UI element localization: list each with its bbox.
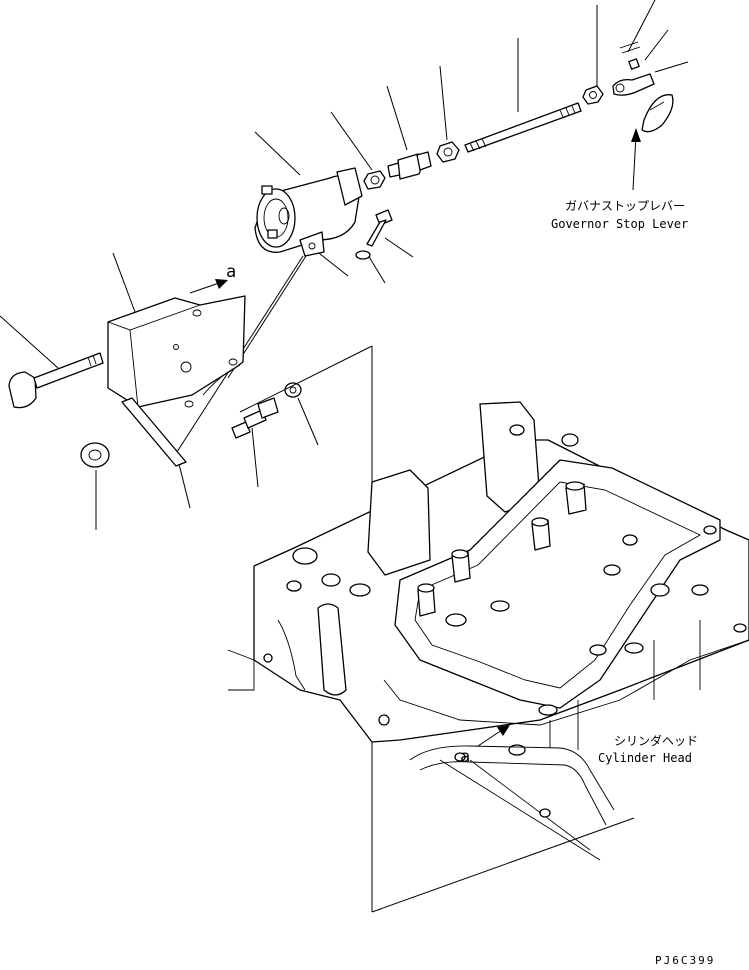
governor-stop-lever-en: Governor Stop Lever [551, 217, 688, 231]
ref-mark-a-top: a [226, 262, 236, 282]
bracket-bolt [355, 209, 393, 260]
leader-lines [0, 0, 689, 747]
spacer-bar [121, 397, 187, 467]
drawing-code: PJ6C399 [655, 954, 715, 967]
cylinder-head-jp: シリンダヘッド [614, 733, 698, 748]
long-bolt [8, 352, 104, 409]
label-governor-stop-lever: ガバナストップレバー Governor Stop Lever [551, 199, 688, 231]
governor-stop-lever [641, 94, 674, 133]
solenoid-assembly [254, 167, 363, 257]
valve-bosses [417, 481, 587, 617]
nut-rod-end [582, 85, 604, 105]
nut-small [363, 170, 386, 190]
cylinder-head [227, 401, 749, 861]
washer-left [80, 442, 110, 468]
adjusting-bolt [387, 151, 432, 180]
governor-stop-lever-jp: ガバナストップレバー [565, 199, 685, 213]
stud-fitting [231, 397, 279, 439]
mounting-plate [107, 295, 246, 408]
label-cylinder-head: シリンダヘッド Cylinder Head [598, 733, 698, 765]
cylinder-head-en: Cylinder Head [598, 751, 692, 765]
threaded-rod [464, 102, 582, 153]
hex-nut [436, 141, 460, 163]
clevis-joint [612, 41, 655, 96]
ref-mark-a-bottom: a [460, 747, 470, 767]
